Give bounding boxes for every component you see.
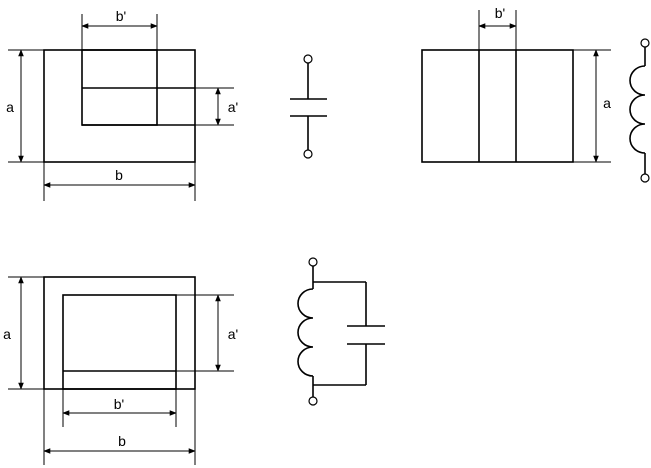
bottom-left-figure: a a' b' b — [3, 276, 238, 465]
terminal-bottom — [303, 149, 313, 159]
label-a-right: a — [603, 95, 611, 111]
terminal-top — [640, 38, 650, 48]
lc-parallel-circuit-icon — [297, 257, 385, 406]
inductor-coil — [629, 65, 646, 154]
label-b: b — [118, 433, 126, 449]
label-a-prime: a' — [228, 326, 238, 342]
outer-plate — [43, 276, 196, 390]
terminal-top — [303, 54, 313, 64]
label-b-prime-right: b' — [495, 5, 505, 21]
terminal-top — [308, 257, 318, 267]
label-a: a — [6, 99, 14, 115]
top-right-figure: b' a — [421, 5, 611, 163]
outer-block — [421, 49, 574, 163]
top-left-figure: b' a a' b — [6, 8, 238, 201]
outer-plate — [43, 49, 196, 163]
inductor-icon — [629, 38, 650, 183]
terminal-bottom — [640, 173, 650, 183]
label-a-prime: a' — [228, 99, 238, 115]
label-b-prime: b' — [116, 8, 126, 24]
label-b-prime: b' — [114, 396, 124, 412]
terminal-bottom — [308, 396, 318, 406]
inductor-coil — [297, 288, 314, 377]
capacitor-icon — [290, 54, 327, 159]
label-a: a — [3, 326, 11, 342]
inner-plate — [62, 294, 177, 390]
label-b: b — [115, 167, 123, 183]
